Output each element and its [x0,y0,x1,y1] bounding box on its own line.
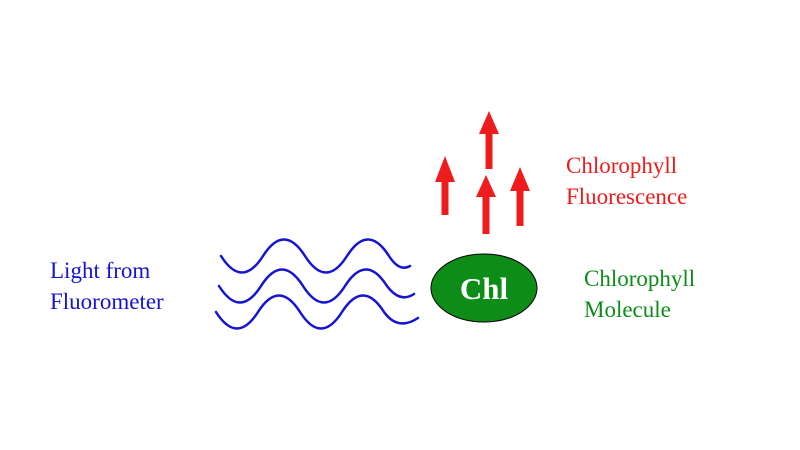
fluorescence-arrow-3 [476,175,496,234]
light-waves [214,238,420,330]
fluorescence-arrows [435,111,530,234]
fluorescence-arrow-1 [435,156,455,215]
light-wave-top [219,238,412,274]
fluorescence-label-line2: Fluorescence [566,184,688,209]
light-source-label-line1: Light from [50,258,151,283]
molecule-label-line1: Chlorophyll [584,266,696,291]
chlorophyll-molecule-ellipse [430,253,538,323]
molecule-label-line2: Molecule [584,297,671,322]
light-source-label: Light from Fluorometer [50,255,164,317]
fluorescence-label: Chlorophyll Fluorescence [566,150,687,212]
fluorescence-arrow-4 [510,167,530,226]
chlorophyll-symbol: Chl [460,271,509,306]
molecule-label: Chlorophyll Molecule [584,263,695,325]
fluorescence-arrow-2 [479,111,499,169]
light-wave-bottom [214,294,420,330]
light-wave-middle [217,268,416,304]
light-source-label-line2: Fluorometer [50,289,164,314]
fluorescence-label-line1: Chlorophyll [566,153,678,178]
